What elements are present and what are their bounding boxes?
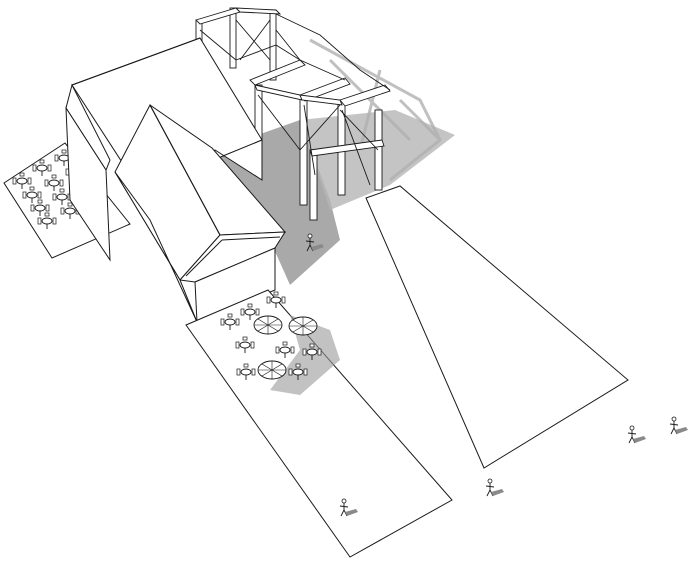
person-figure — [669, 416, 689, 435]
timber-frame — [195, 7, 442, 221]
main-building — [65, 37, 287, 323]
patio-left — [3, 142, 131, 259]
person-figure — [627, 425, 647, 444]
plaza-trapezoid — [365, 185, 629, 469]
patio-front — [185, 289, 453, 558]
person-figure — [485, 478, 505, 497]
